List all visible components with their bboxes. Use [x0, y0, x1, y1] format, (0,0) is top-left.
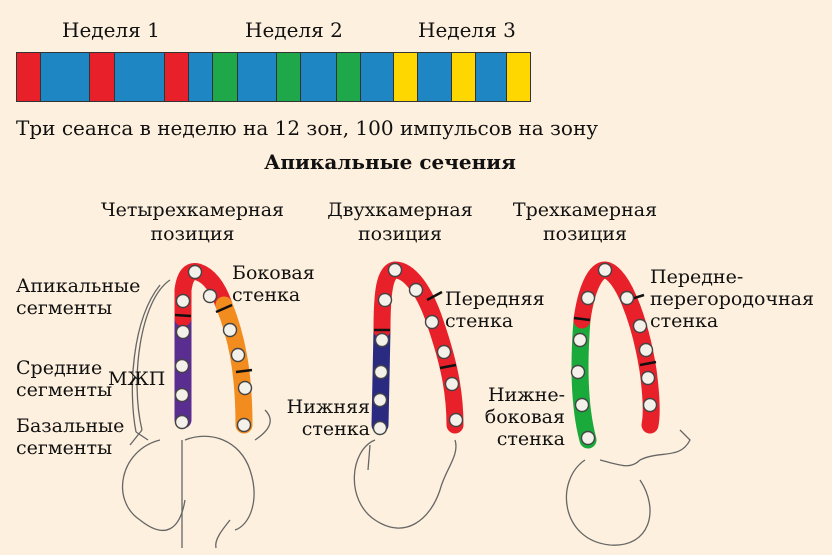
pulse-point — [375, 366, 388, 379]
pulse-point — [438, 346, 451, 359]
pulse-point — [177, 326, 190, 339]
pulse-point — [634, 320, 647, 333]
pulse-point — [574, 334, 587, 347]
pulse-point — [176, 416, 189, 429]
pulse-point — [379, 294, 392, 307]
pulse-point — [450, 414, 463, 427]
pulse-point — [176, 360, 189, 373]
lateral-wall — [224, 305, 244, 425]
pulse-point — [374, 394, 387, 407]
label-inferolateral-wall: Нижне-боковая стенка — [480, 384, 565, 450]
label-anteroseptal-wall: Передне-перегородочная стенка — [650, 266, 830, 332]
pulse-point — [204, 290, 217, 303]
segment-marker — [175, 315, 191, 316]
outline-path — [640, 430, 690, 460]
pulse-point — [410, 284, 423, 297]
label-basal-segments: Базальные сегменты — [16, 415, 136, 459]
outline-path — [216, 520, 230, 548]
outline-path — [368, 445, 370, 470]
pulse-point — [582, 292, 595, 305]
pulse-point — [446, 378, 459, 391]
pulse-point — [576, 399, 589, 412]
pulse-point — [644, 399, 657, 412]
outline-path — [255, 410, 270, 440]
label-apical-segments: Апикальные сегменты — [16, 275, 146, 319]
outline-path — [600, 460, 640, 466]
pulse-point — [389, 264, 402, 277]
pulse-point — [239, 382, 252, 395]
pulse-point — [599, 264, 612, 277]
label-middle-segments: Средние сегменты — [16, 357, 116, 401]
pulse-point — [426, 316, 439, 329]
pulse-point — [189, 266, 202, 279]
label-ivs: МЖП — [108, 368, 165, 390]
pulse-point — [232, 349, 245, 362]
pulse-point — [572, 366, 585, 379]
label-inferior-wall: Нижняя стенка — [280, 396, 370, 440]
pulse-point — [376, 334, 389, 347]
pulse-point — [640, 344, 653, 357]
pulse-point — [176, 389, 189, 402]
pulse-point — [621, 292, 634, 305]
outline-path — [566, 460, 650, 545]
pulse-point — [224, 324, 237, 337]
outline-path — [185, 436, 254, 530]
pulse-point — [374, 422, 387, 435]
label-anterior-wall: Передняя стенка — [445, 288, 555, 332]
pulse-point — [582, 432, 595, 445]
pulse-point — [177, 295, 190, 308]
pulse-point — [642, 372, 655, 385]
label-lateral-wall: Боковая стенка — [232, 262, 322, 306]
pulse-point — [238, 419, 251, 432]
